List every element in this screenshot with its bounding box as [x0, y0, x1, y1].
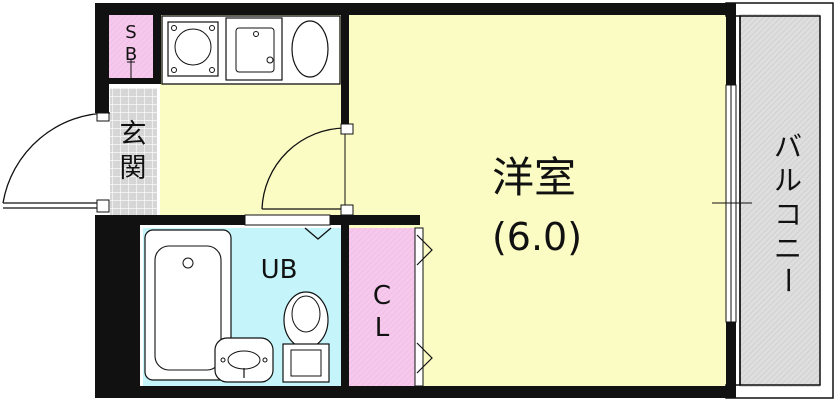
- wall-sb-bottom: [105, 78, 159, 84]
- unit-bath-label: UB: [261, 255, 298, 285]
- genkan-label-top: 玄: [120, 119, 147, 150]
- kitchen-counter: [161, 15, 341, 85]
- shoe-box-label-2: B: [125, 44, 137, 65]
- wall-left-upper: [95, 3, 109, 113]
- closet-label-1: C: [373, 281, 391, 311]
- balcony-fill: [740, 14, 820, 387]
- washbasin-icon: [214, 337, 274, 383]
- svg-text:コ: コ: [774, 198, 802, 231]
- wall-bottom: [95, 386, 736, 398]
- balcony-rail: [739, 15, 821, 386]
- closet-doors[interactable]: [414, 227, 433, 387]
- toilet-icon: [282, 291, 330, 383]
- wall-bath-top: [95, 215, 245, 225]
- wall-bath-left: [95, 215, 140, 398]
- closet-label-2: L: [375, 313, 390, 343]
- wall-right-lower: [726, 322, 736, 398]
- wall-bath-top-right: [330, 215, 420, 225]
- balcony-label: バ ル コ ニ ー: [771, 130, 804, 294]
- closet-fill: [345, 228, 415, 386]
- shoe-box-label-1: S: [125, 22, 136, 43]
- wall-top: [95, 3, 736, 15]
- bath-door[interactable]: [244, 214, 332, 240]
- entrance-door[interactable]: [2, 112, 111, 213]
- wall-kitchen-right: [341, 14, 349, 124]
- bathtub-icon: [144, 229, 232, 381]
- wall-right-upper: [726, 3, 736, 85]
- room-door[interactable]: [261, 123, 354, 216]
- svg-text:ー: ー: [771, 266, 804, 294]
- wall-sb-right: [153, 14, 161, 84]
- wall-bath-right: [341, 215, 349, 398]
- western-room-label: 洋室: [492, 153, 576, 202]
- fridge-icon: [167, 21, 219, 77]
- stove-icon: [291, 20, 329, 78]
- western-room-size: (6.0): [492, 215, 582, 259]
- svg-text:バ: バ: [774, 130, 802, 163]
- genkan-label-bottom: 関: [120, 153, 147, 184]
- svg-text:ル: ル: [774, 164, 802, 197]
- genkan-fill: [110, 88, 157, 216]
- svg-text:ニ: ニ: [774, 232, 802, 265]
